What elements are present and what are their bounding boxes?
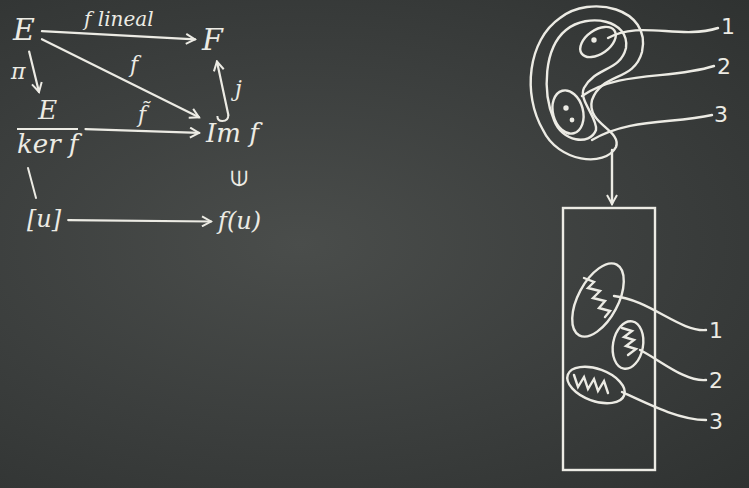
morphism-arrow [42,31,195,39]
callout-number: 3 [714,102,728,127]
math-text: ker f [17,130,78,160]
arrow-label: f lineal [84,7,154,31]
arrow-label: f̃ [138,102,146,127]
callout-number: 3 [709,409,723,434]
math-object: E [8,11,40,50]
math-text: E [13,13,35,48]
math-object: [u] [22,204,66,236]
math-text: [u] [27,206,61,234]
callout-number: 2 [709,368,723,393]
math-object: f(u) [213,206,266,238]
math-text: f(u) [218,208,261,236]
callout-number: 2 [717,54,731,79]
callout-number: 1 [709,318,723,343]
morphism-arrow [217,62,228,116]
morphism-arrow [68,220,211,221]
math-text: Im f [206,119,259,149]
morphism-arrow [42,39,199,117]
math-text: E [17,96,78,130]
math-object: F [197,21,228,60]
arrow-label: j [235,76,242,101]
math-object: Eker f [12,94,83,162]
membership-symbol: ∈ [227,169,252,188]
callout-number: 1 [721,14,735,39]
morphism-arrow [85,129,199,133]
morphism-arrow [29,52,39,93]
arrow-label: f [130,52,138,77]
math-text: F [202,23,223,58]
chalk-drawing [28,6,718,470]
arrow-label: π [11,59,25,84]
math-object: Im f [201,117,264,151]
